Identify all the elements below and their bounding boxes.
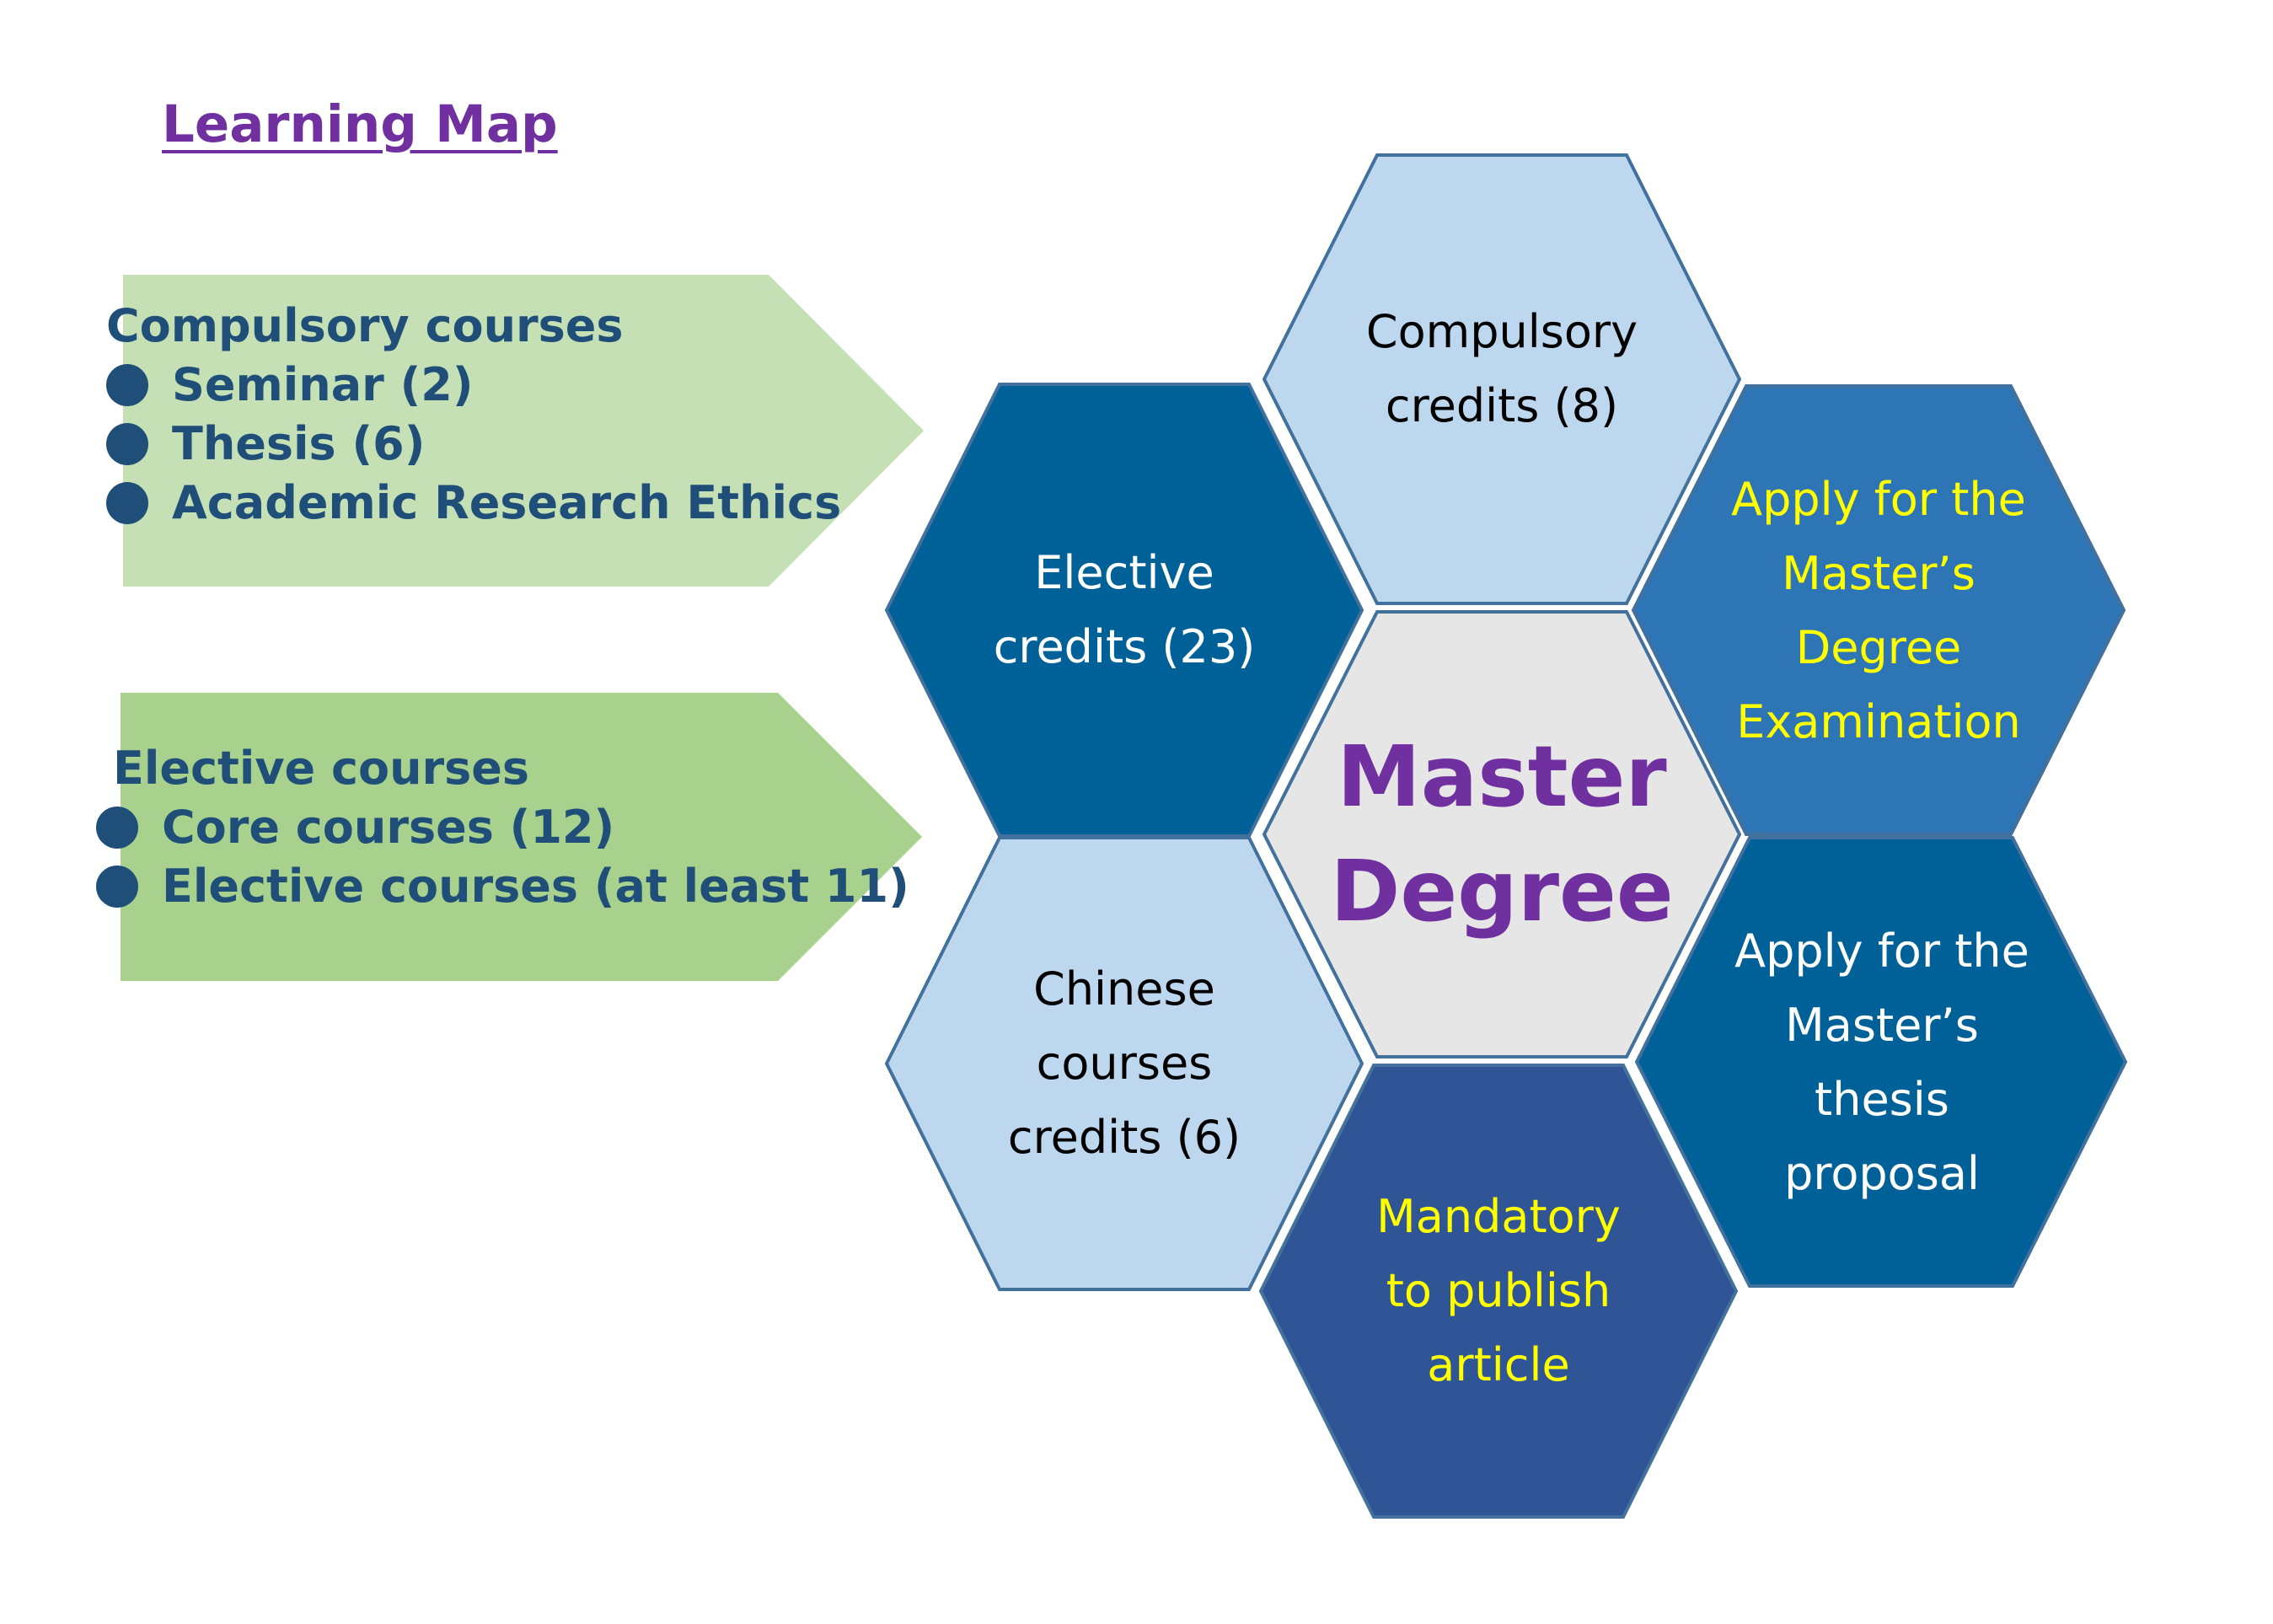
compulsory-credits-label: Compulsory credits (8)	[1365, 305, 1638, 432]
apply-exam-label: Apply for the Master’s Degree Examinatio…	[1731, 473, 2026, 748]
list-item: Seminar (2)	[106, 356, 841, 415]
hex-compulsory-credits	[1262, 153, 1742, 605]
hex-publish-article	[1258, 1064, 1739, 1519]
list-item-label: Thesis (6)	[172, 417, 426, 470]
bullet-icon	[96, 866, 138, 908]
bullet-icon	[106, 364, 148, 406]
page-title: Learning Map	[162, 94, 558, 154]
master-degree-label: Master Degree	[1330, 727, 1674, 941]
list-item-label: Academic Research Ethics	[172, 476, 842, 529]
publish-article-label: Mandatory to publish article	[1376, 1190, 1621, 1391]
hex-chinese-credits	[884, 836, 1364, 1291]
elective-credits-label: Elective credits (23)	[993, 546, 1256, 673]
elective-arrow-shape	[121, 693, 922, 981]
list-item: Elective courses (at least 11)	[96, 857, 909, 916]
list-item-label: Core courses (12)	[162, 801, 615, 854]
hex-master-degree	[1262, 610, 1742, 1059]
elective-courses-panel: Elective courses Core courses (12) Elect…	[96, 739, 909, 916]
apply-proposal-label: Apply for the Master’s thesis proposal	[1734, 925, 2029, 1200]
compulsory-arrow-shape	[123, 275, 924, 587]
bullet-icon	[106, 482, 148, 524]
compulsory-courses-panel: Compulsory courses Seminar (2) Thesis (6…	[106, 297, 841, 533]
bullet-icon	[96, 807, 138, 849]
list-item-label: Elective courses (at least 11)	[162, 860, 909, 913]
bullet-icon	[106, 423, 148, 465]
compulsory-courses-heading: Compulsory courses	[106, 299, 624, 352]
elective-courses-heading: Elective courses	[113, 742, 530, 795]
elective-courses-arrow	[121, 693, 922, 981]
list-item: Core courses (12)	[96, 798, 909, 857]
list-item-label: Seminar (2)	[172, 358, 474, 411]
compulsory-courses-arrow	[123, 275, 924, 587]
hex-apply-proposal	[1634, 836, 2128, 1288]
hex-apply-exam	[1631, 384, 2126, 836]
list-item: Academic Research Ethics	[106, 474, 841, 533]
list-item: Thesis (6)	[106, 415, 841, 474]
chinese-credits-label: Chinese courses credits (6)	[1007, 962, 1241, 1164]
